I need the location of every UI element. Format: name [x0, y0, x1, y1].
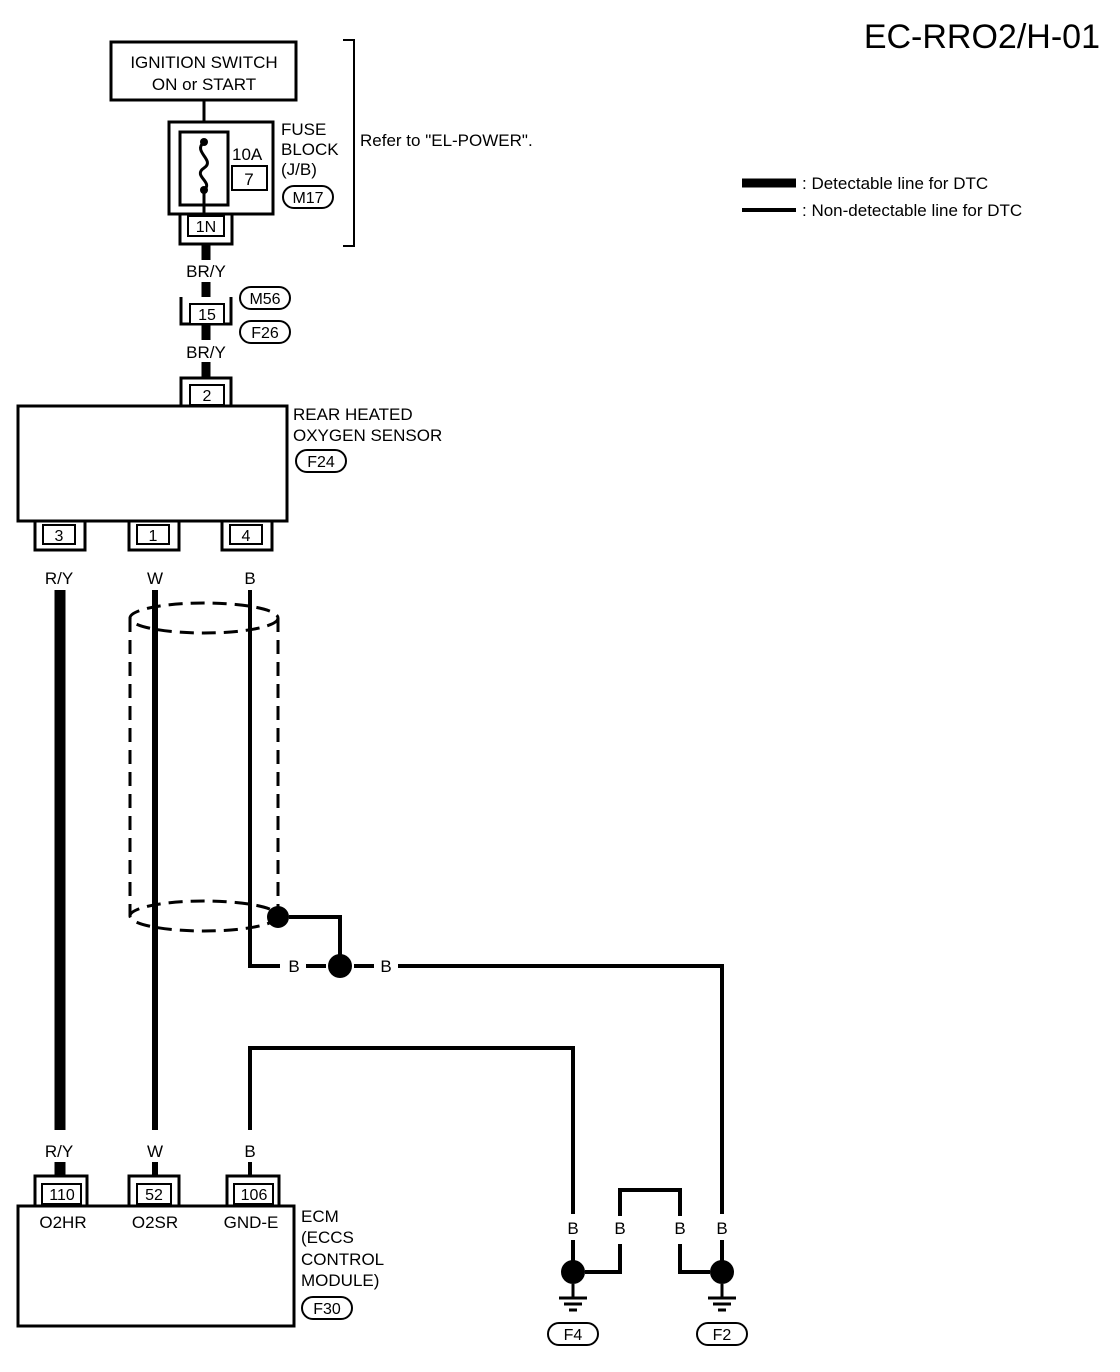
ground-label-f4: F4: [564, 1327, 583, 1344]
sensor-bottom-pins: 3 1 4: [33, 521, 274, 552]
ground-f2: B F2: [696, 1219, 748, 1346]
wire-label-b-f2: B: [716, 1219, 727, 1238]
ground-splice-f4: [561, 1260, 585, 1284]
fuse-block-label-3: (J/B): [281, 160, 317, 179]
ecm-terminal-gnd-e: GND-E: [224, 1213, 279, 1232]
wire-label-w-top: W: [147, 569, 163, 588]
refer-text: Refer to "EL-POWER".: [360, 131, 533, 150]
fuse-number: 7: [244, 170, 253, 189]
joint-connector-m56: M56: [249, 291, 280, 308]
fuse-block: 10A 7 FUSE BLOCK (J/B) M17 1N: [167, 120, 339, 246]
wire-label-b-right: B: [380, 957, 391, 976]
ecm-pin-110: 110: [49, 1187, 75, 1204]
ecm-pin-106: 106: [241, 1187, 268, 1204]
wire-label-b-left: B: [288, 957, 299, 976]
ecm-label-1: ECM: [301, 1207, 339, 1226]
legend-non-detectable-text: : Non-detectable line for DTC: [802, 201, 1022, 220]
rear-heated-oxygen-sensor: REAR HEATED OXYGEN SENSOR F24: [16, 404, 442, 523]
ignition-label-2: ON or START: [152, 75, 256, 94]
refer-bracket: [343, 39, 355, 247]
fuse-block-connector-badge: M17: [292, 190, 323, 207]
sensor-label-1: REAR HEATED: [293, 405, 413, 424]
fuse-block-label-1: FUSE: [281, 120, 326, 139]
fuse-symbol-icon: [198, 140, 209, 192]
sensor-pin-2: 2: [203, 388, 212, 405]
ecm-terminal-o2hr: O2HR: [39, 1213, 86, 1232]
wire-b-to-f2: [398, 964, 724, 1214]
ecm-module: O2HR O2SR GND-E ECM (ECCS CONTROL MODULE…: [16, 1204, 384, 1328]
wire-label-b-jumper-right: B: [674, 1219, 685, 1238]
wire-b-gnd-e: [248, 1046, 575, 1214]
ecm-connector-f30: F30: [313, 1301, 341, 1318]
wire-label-bry-1: BR/Y: [186, 262, 226, 281]
wire-label-b-bottom: B: [244, 1142, 255, 1161]
sensor-pin-4: 4: [242, 528, 251, 545]
sensor-connector-f24: F24: [307, 454, 335, 471]
ground-f4: B F4: [547, 1219, 599, 1346]
wire-b-sensor: [248, 590, 280, 968]
wire-label-ry-bottom: R/Y: [45, 1142, 73, 1161]
ground-label-f2: F2: [713, 1327, 732, 1344]
wire-label-b-f4: B: [567, 1219, 578, 1238]
wire-label-bry-2: BR/Y: [186, 343, 226, 362]
legend: : Detectable line for DTC : Non-detectab…: [742, 174, 1022, 220]
joint-connector: 15 M56 F26: [179, 286, 291, 344]
wire-label-ry-top: R/Y: [45, 569, 73, 588]
ecm-terminal-o2sr: O2SR: [132, 1213, 178, 1232]
legend-detectable-text: : Detectable line for DTC: [802, 174, 988, 193]
fuse-amp: 10A: [232, 145, 263, 164]
ecm-pin-52: 52: [145, 1187, 163, 1204]
joint-connector-f26: F26: [251, 325, 279, 342]
sensor-pin-3: 3: [55, 528, 64, 545]
fuse-pin-1n: 1N: [196, 219, 216, 236]
ground-jumper: B B: [585, 1188, 710, 1274]
ground-splice-f2: [710, 1260, 734, 1284]
ecm-pins: 110 52 106: [33, 1174, 281, 1205]
ignition-switch: IGNITION SWITCH ON or START: [109, 40, 298, 102]
ignition-label-1: IGNITION SWITCH: [130, 53, 277, 72]
shield-drain-splice: [267, 906, 289, 928]
fuse-block-label-2: BLOCK: [281, 140, 339, 159]
diagram-title: EC-RRO2/H-01: [864, 18, 1100, 56]
sensor-label-2: OXYGEN SENSOR: [293, 426, 442, 445]
wire-label-b-top: B: [244, 569, 255, 588]
ecm-label-4: MODULE): [301, 1271, 379, 1290]
joint-pin-15: 15: [198, 307, 216, 324]
wire-label-b-jumper-left: B: [614, 1219, 625, 1238]
sensor-pin-1: 1: [149, 528, 158, 545]
wire-label-w-bottom: W: [147, 1142, 163, 1161]
ecm-label-2: (ECCS: [301, 1228, 354, 1247]
ecm-label-3: CONTROL: [301, 1250, 384, 1269]
ground-splice-main: [328, 954, 352, 978]
